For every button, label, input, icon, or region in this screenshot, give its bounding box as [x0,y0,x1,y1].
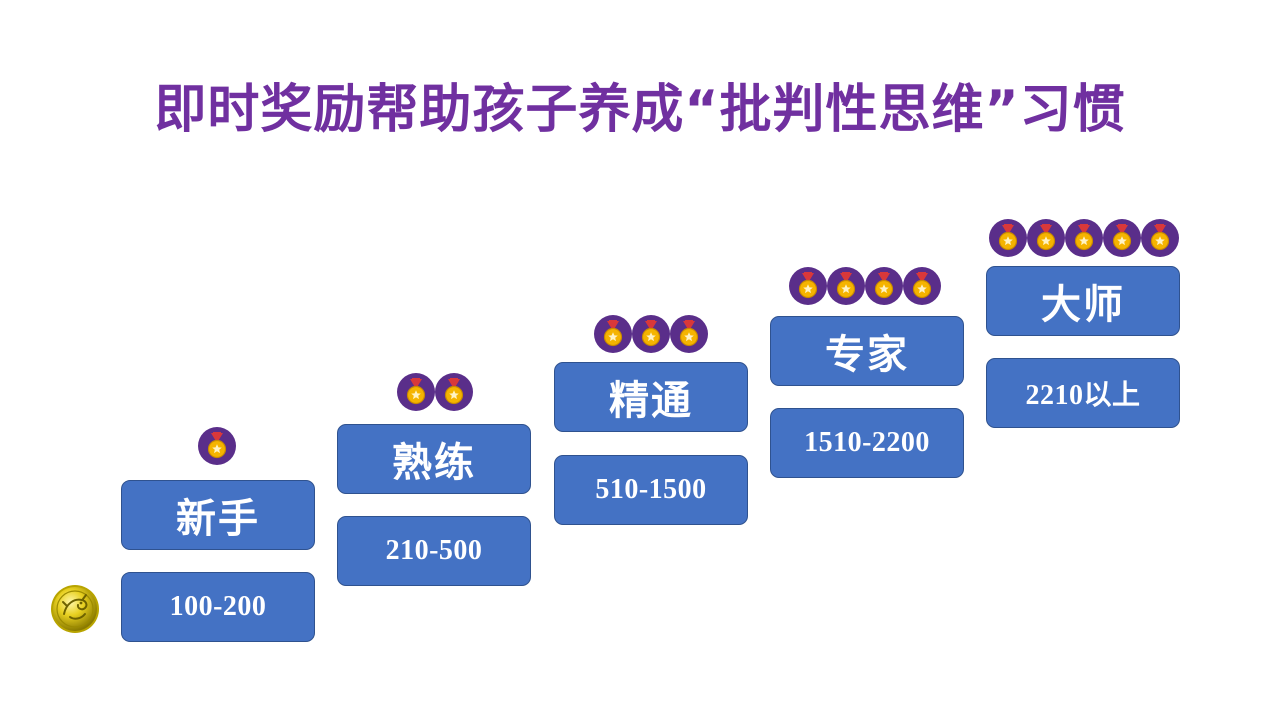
dragon-coin-icon [51,585,99,633]
medal-icon [1065,219,1103,257]
medal-icon [670,315,708,353]
level-name-box-1: 新手 [121,480,315,550]
level-name-box-3: 精通 [554,362,748,432]
medal-icon [1027,219,1065,257]
level-range-box-5: 2210以上 [986,358,1180,428]
medal-group-1 [197,426,236,466]
level-range-box-1: 100-200 [121,572,315,642]
medal-icon [827,267,865,305]
medal-icon [397,373,435,411]
medal-icon [903,267,941,305]
medal-icon [865,267,903,305]
medal-group-2 [396,372,473,412]
medal-icon [594,315,632,353]
level-range-box-3: 510-1500 [554,455,748,525]
level-range-box-2: 210-500 [337,516,531,586]
medal-icon [989,219,1027,257]
level-name-box-5: 大师 [986,266,1180,336]
medal-icon [632,315,670,353]
medal-icon [435,373,473,411]
medal-icon [1103,219,1141,257]
medal-icon [198,427,236,465]
medal-group-5 [988,218,1179,258]
medal-group-3 [593,314,708,354]
level-name-box-4: 专家 [770,316,964,386]
level-name-box-2: 熟练 [337,424,531,494]
medal-group-4 [788,266,941,306]
medal-icon [789,267,827,305]
level-range-box-4: 1510-2200 [770,408,964,478]
page-title: 即时奖励帮助孩子养成“批判性思维”习惯 [154,80,1126,140]
medal-icon [1141,219,1179,257]
